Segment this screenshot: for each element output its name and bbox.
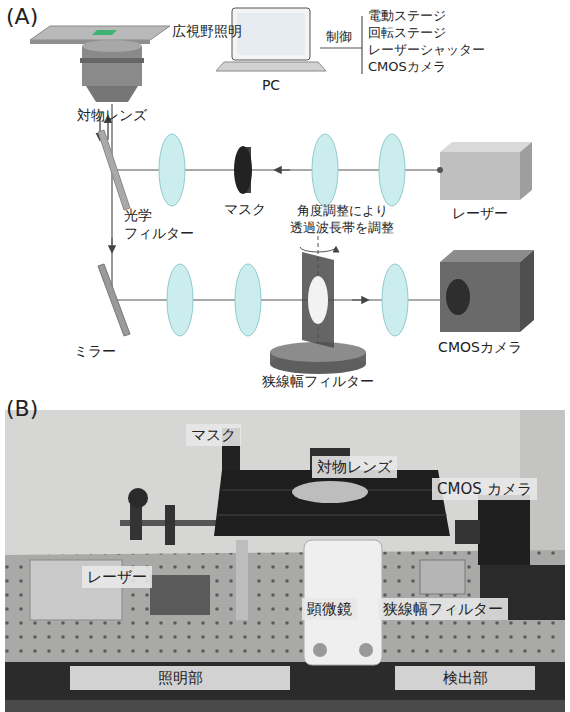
label-box: マスク	[186, 424, 241, 446]
mirror	[98, 264, 130, 336]
part-label: 回転ステージ	[368, 24, 446, 41]
lens	[159, 134, 408, 336]
part-label: CMOSカメラ	[368, 58, 446, 75]
part-label: レーザー	[452, 204, 508, 222]
narrow-band-filter	[270, 236, 366, 374]
part-label: CMOSカメラ	[438, 338, 522, 356]
objective-lens	[80, 40, 144, 102]
box-text: レーザー	[87, 567, 147, 587]
part-label: PC	[262, 76, 280, 94]
photo	[5, 410, 565, 712]
part-label: 電動ステージ	[368, 7, 446, 24]
label-box: 狭線幅フィルター	[378, 598, 508, 620]
part-label: 狭線幅フィルター	[262, 372, 374, 390]
box-text: 対物レンズ	[317, 457, 392, 477]
section-band: 検出部	[395, 666, 535, 690]
laser-box	[437, 142, 532, 200]
part-label: (B)	[6, 396, 38, 422]
label-box: 顕微鏡	[302, 598, 357, 620]
cmos-camera	[440, 250, 534, 332]
box-text: 狭線幅フィルター	[383, 599, 503, 619]
laptop-pc	[216, 8, 326, 71]
part-label: レーザーシャッター	[368, 41, 485, 58]
box-text: 照明部	[75, 667, 285, 689]
part-label: マスク	[224, 200, 266, 218]
part-label: 広視野照明	[172, 22, 242, 40]
mask	[234, 146, 252, 194]
optical-filter	[98, 130, 130, 210]
box-text: CMOS カメラ	[437, 479, 532, 499]
part-label: 対物レンズ	[77, 106, 147, 124]
label-box: レーザー	[82, 566, 152, 588]
box-text: マスク	[191, 425, 236, 445]
part-label: 光学 フィルター	[124, 206, 194, 242]
part-label: ミラー	[74, 342, 116, 360]
part-label: 角度調整により 透過波長帯を調整	[290, 202, 394, 236]
box-text: 顕微鏡	[307, 599, 352, 619]
part-label: 制御	[326, 28, 352, 45]
label-box: CMOS カメラ	[432, 478, 537, 500]
section-band: 照明部	[70, 666, 290, 690]
control-lines	[320, 16, 362, 74]
box-text: 検出部	[400, 667, 530, 689]
label-box: 対物レンズ	[312, 456, 397, 478]
part-label: (A)	[6, 4, 38, 30]
